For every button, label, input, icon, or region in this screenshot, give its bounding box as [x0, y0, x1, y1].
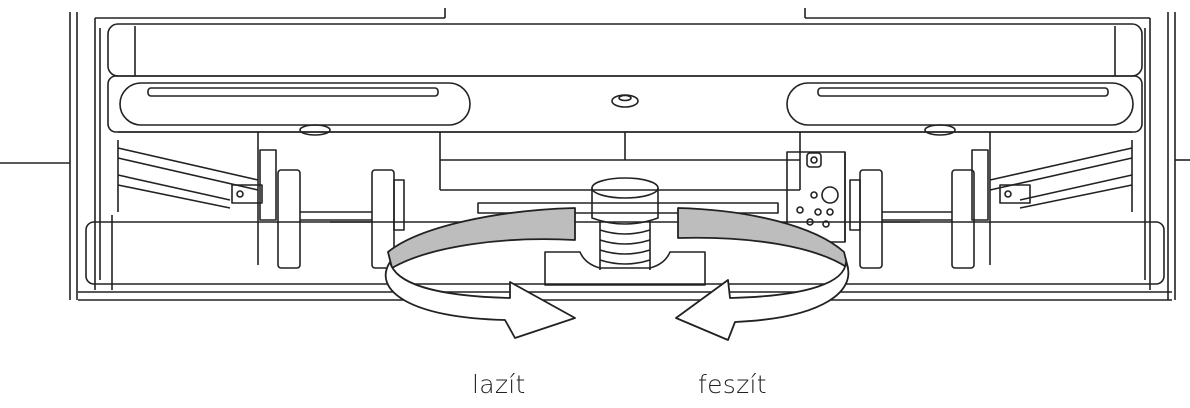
frame-outline — [0, 8, 1190, 300]
slot-left — [119, 82, 471, 136]
spring-assembly — [477, 177, 779, 286]
inner-beams — [257, 132, 991, 265]
slot-right — [786, 82, 1134, 136]
main-plate — [107, 75, 1143, 160]
rods-right — [989, 140, 1133, 212]
curved-arrow-right-icon — [384, 207, 576, 339]
curved-arrow-left-icon — [675, 207, 850, 341]
rollers-right — [849, 149, 989, 269]
rollers-left — [259, 149, 405, 269]
lower-bar — [78, 215, 1172, 301]
rods-left — [117, 140, 263, 212]
tighten-label: feszít — [698, 370, 767, 399]
loosen-label: lazít — [472, 370, 526, 399]
top-bar — [107, 23, 1143, 77]
